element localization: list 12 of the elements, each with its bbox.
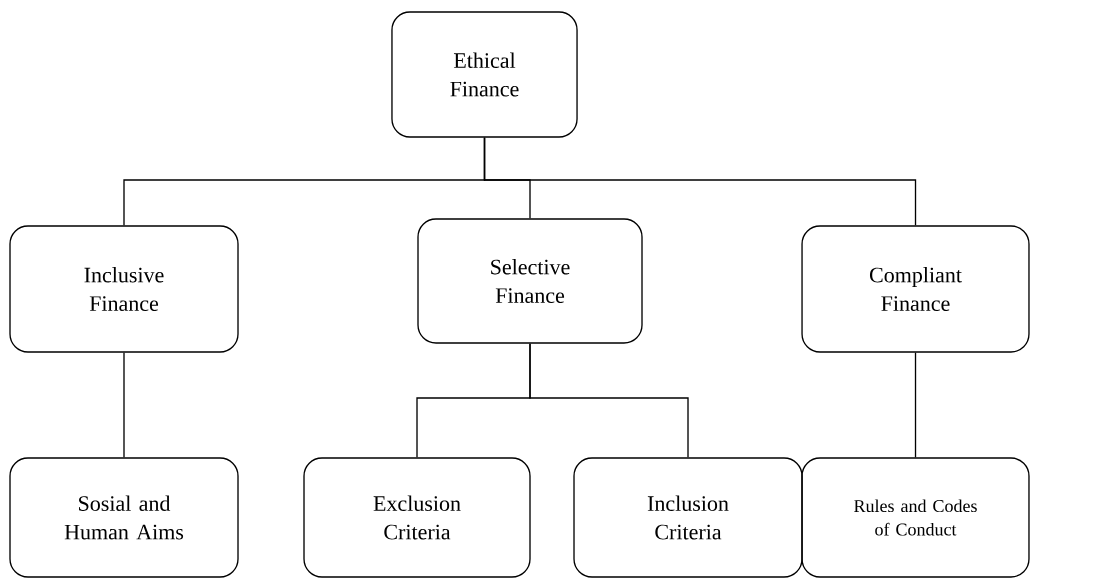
box: Compliant Finance xyxy=(801,225,1030,353)
connector-line xyxy=(914,352,917,459)
box: Selective Finance xyxy=(417,218,643,344)
box: Ethical Finance xyxy=(391,11,578,138)
box: Sosial and Human Aims xyxy=(9,457,239,578)
connector-line xyxy=(123,352,125,459)
box: Inclusion Criteria xyxy=(573,457,803,578)
box: Rules and Codes of Conduct xyxy=(801,457,1030,578)
box: Exclusion Criteria xyxy=(303,457,531,578)
connector-line xyxy=(529,343,689,459)
box: Inclusive Finance xyxy=(9,225,239,353)
connector-line xyxy=(483,137,917,226)
